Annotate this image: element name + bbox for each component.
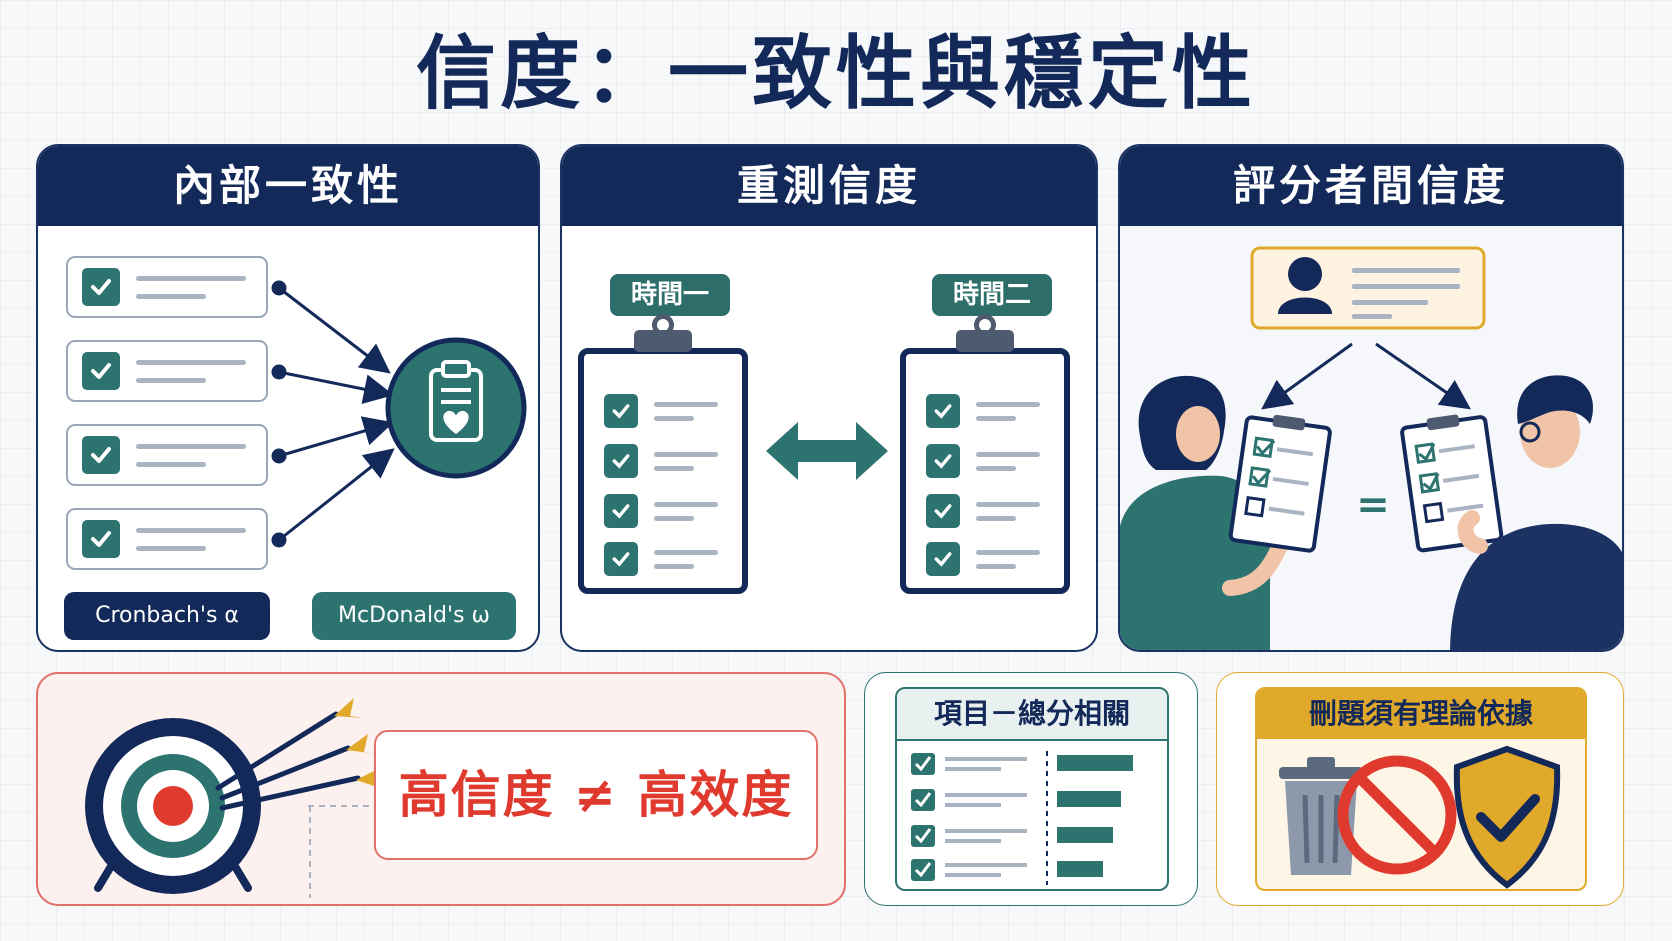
item-total-header: 項目－總分相關 [897, 689, 1167, 741]
target-icon [85, 698, 388, 898]
scale-item-1 [66, 256, 268, 318]
inter-rater-header: 評分者間信度 [1120, 146, 1622, 226]
shield-check-icon [1453, 745, 1561, 889]
item-total-bars-icon [911, 751, 1133, 885]
item-total-panel: 項目－總分相關 [864, 672, 1198, 906]
scale-item-2 [66, 340, 268, 402]
prohibited-icon [1337, 755, 1457, 875]
validity-callout: 高信度 ≠ 高效度 [374, 730, 818, 860]
validity-note-text: 高信度 ≠ 高效度 [398, 766, 794, 824]
checkbox-icon [82, 436, 120, 474]
clipboard-right-icon [1400, 414, 1504, 553]
clipboard-left-icon [1228, 414, 1332, 553]
time-two-tag: 時間二 [932, 274, 1052, 316]
equals-sign: = [1356, 482, 1390, 528]
cronbach-alpha-badge: Cronbach's α [64, 592, 270, 640]
mcdonald-omega-badge: McDonald's ω [312, 592, 516, 640]
clipboard-time-two [900, 314, 1070, 594]
arrows-icon [1261, 342, 1471, 410]
item-deletion-panel: 刪題須有理論依據 [1216, 672, 1624, 906]
item-deletion-header: 刪題須有理論依據 [1257, 689, 1585, 739]
deletion-illustration [1279, 745, 1561, 889]
inter-rater-illustration: = [1120, 246, 1622, 650]
trash-can-icon [1279, 757, 1363, 875]
checkbox-icon [82, 520, 120, 558]
convergence-arrows-icon [271, 280, 527, 548]
page-title: 信度：一致性與穩定性 [416, 27, 1256, 120]
checkbox-icon [82, 352, 120, 390]
test-retest-header: 重測信度 [562, 146, 1096, 226]
double-arrow-icon [766, 422, 888, 480]
scale-item-3 [66, 424, 268, 486]
scale-item-4 [66, 508, 268, 570]
item-total-card: 項目－總分相關 [895, 687, 1169, 891]
inter-rater-panel: 評分者間信度 [1118, 144, 1624, 652]
clipboard-time-one [578, 314, 748, 594]
male-rater-icon [1450, 375, 1622, 650]
clipboard-heart-icon [385, 337, 527, 479]
validity-panel: 高信度 ≠ 高效度 [36, 672, 846, 906]
item-deletion-card: 刪題須有理論依據 [1255, 687, 1587, 891]
checkbox-icon [82, 268, 120, 306]
internal-consistency-header: 內部一致性 [38, 146, 538, 226]
user-profile-icon [1250, 246, 1486, 330]
arrows-in-target-icon [215, 711, 361, 811]
time-one-tag: 時間一 [610, 274, 730, 316]
internal-consistency-panel: 內部一致性 Cron [36, 144, 540, 652]
test-retest-panel: 重測信度 時間一 時間二 [560, 144, 1098, 652]
